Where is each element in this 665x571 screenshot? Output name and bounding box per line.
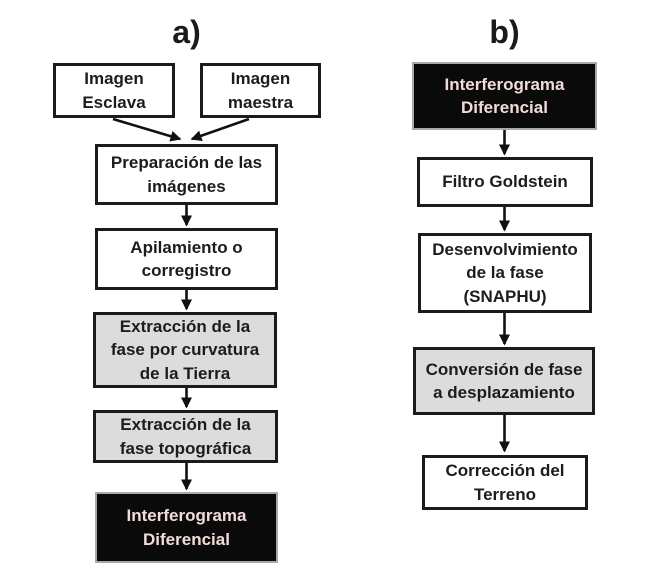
node-interferograma-diferencial-a: Interferograma Diferencial: [95, 492, 278, 563]
node-correccion-terreno: Corrección del Terreno: [422, 455, 588, 510]
node-extraccion-topografica: Extracción de la fase topográfica: [93, 410, 278, 463]
node-interferograma-diferencial-b: Interferograma Diferencial: [412, 62, 597, 130]
node-preparacion-imagenes: Preparación de las imágenes: [95, 144, 278, 205]
node-filtro-goldstein: Filtro Goldstein: [417, 157, 593, 207]
node-desenvolvimiento-fase: Desenvolvimiento de la fase (SNAPHU): [418, 233, 592, 313]
node-imagen-maestra: Imagen maestra: [200, 63, 321, 118]
flowchart-a-label: a): [172, 14, 201, 50]
node-apilamiento-corregistro: Apilamiento o corregistro: [95, 228, 278, 290]
node-imagen-esclava: Imagen Esclava: [53, 63, 175, 118]
node-extraccion-curvatura: Extracción de la fase por curvatura de l…: [93, 312, 277, 388]
flowchart-b-label: b): [489, 14, 520, 50]
node-conversion-fase: Conversión de fase a desplazamiento: [413, 347, 595, 415]
